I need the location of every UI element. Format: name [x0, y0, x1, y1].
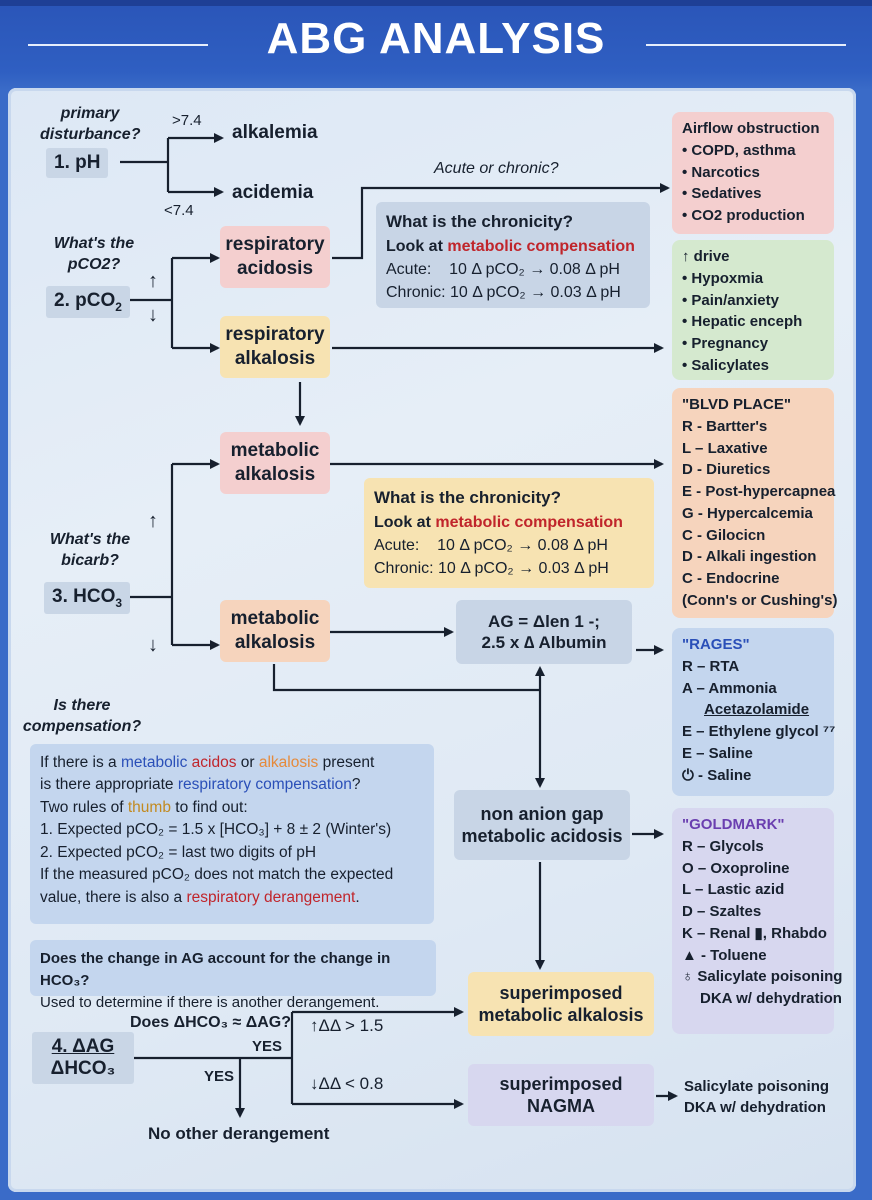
- arrow-to-airflow: [332, 183, 670, 260]
- hco3-up-icon: ↑: [148, 510, 158, 532]
- ph-lt-label: <7.4: [164, 202, 194, 219]
- airflow-list: Airflow obstruction• COPD, asthma• Narco…: [672, 112, 834, 234]
- pco2-down-icon: ↓: [148, 304, 158, 326]
- drive-list: ↑ drive• Hypoxmia• Pain/anxiety• Hepatic…: [672, 240, 834, 380]
- top-strip: [0, 0, 872, 6]
- hco3-down-icon: ↓: [148, 634, 158, 656]
- step1-label: 1. pH: [46, 148, 109, 178]
- yes-label-2: YES: [204, 1068, 235, 1085]
- delta-gt-label: ↑ΔΔ > 1.5: [310, 1016, 384, 1035]
- step4-question: Does ΔHCO₃ ≈ ΔAG?: [130, 1014, 291, 1031]
- acute-chronic-label: Acute or chronic?: [434, 160, 559, 177]
- pco2-up-icon: ↑: [148, 270, 158, 292]
- page-title: ABG ANALYSIS: [266, 14, 606, 63]
- ag-change-box: Does the change in AG account for the ch…: [30, 940, 436, 1011]
- step4-label: 4. ΔAG ΔHCO₃: [32, 1032, 134, 1084]
- title-rule-left: [28, 44, 208, 46]
- ph-gt-label: >7.4: [172, 112, 202, 129]
- title-rule-right: [646, 44, 846, 46]
- connector-loop: [272, 664, 540, 692]
- delta-lt-label: ↓ΔΔ < 0.8: [310, 1074, 384, 1093]
- alkalemia-label: alkalemia: [232, 122, 318, 143]
- chronicity-box-2: What is the chronicity? Look at metaboli…: [364, 478, 654, 588]
- step3-label: 3. HCO3: [44, 582, 131, 614]
- yes-label-1: YES: [252, 1038, 283, 1055]
- chronicity-box-1: What is the chronicity? Look at metaboli…: [376, 202, 650, 308]
- no-derangement-label: No other derangement: [148, 1124, 330, 1143]
- step2-label: 2. pCO2: [46, 286, 130, 318]
- ag-formula-box: AG = Δlen 1 -;2.5 x ∆ Albumin: [456, 600, 632, 664]
- acidemia-label: acidemia: [232, 182, 314, 203]
- compensation-box: If there is a metabolic acidos or alkalo…: [30, 744, 434, 924]
